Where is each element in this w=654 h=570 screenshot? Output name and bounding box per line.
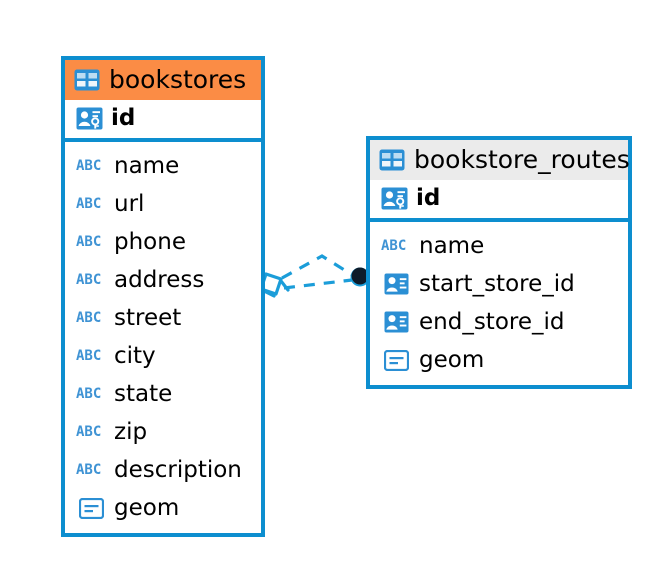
field-label: geom bbox=[114, 494, 180, 521]
field-label: name bbox=[114, 152, 180, 179]
table-icon bbox=[74, 69, 100, 91]
field-row[interactable]: ABC state bbox=[65, 375, 261, 413]
field-label: description bbox=[114, 456, 242, 483]
text-type-icon: ABC bbox=[76, 158, 102, 175]
text-type-icon: ABC bbox=[76, 348, 102, 365]
text-type-icon: ABC bbox=[381, 238, 407, 255]
field-label: end_store_id bbox=[419, 308, 565, 335]
field-label: state bbox=[114, 380, 173, 407]
primary-key-icon bbox=[381, 187, 408, 210]
field-label: address bbox=[114, 266, 205, 293]
field-row[interactable]: end_store_id bbox=[370, 303, 628, 341]
entity-title: bookstores bbox=[109, 65, 247, 94]
field-label: start_store_id bbox=[419, 270, 575, 297]
entity-fields-bookstores: ABC name ABC url ABC phone ABC address A… bbox=[65, 142, 261, 533]
text-type-icon: ABC bbox=[76, 462, 102, 479]
entity-header-bookstores: bookstores bbox=[65, 60, 261, 100]
many-diamond-marker bbox=[259, 272, 290, 298]
field-label: geom bbox=[419, 346, 485, 373]
field-label: id bbox=[416, 185, 441, 211]
field-label: name bbox=[419, 232, 485, 259]
field-row[interactable]: ABC name bbox=[370, 227, 628, 265]
text-type-icon: ABC bbox=[76, 234, 102, 251]
text-type-icon: ABC bbox=[76, 310, 102, 327]
field-row[interactable]: geom bbox=[65, 489, 261, 527]
field-label: city bbox=[114, 342, 156, 369]
geometry-type-icon bbox=[76, 497, 106, 519]
field-row[interactable]: ABC street bbox=[65, 299, 261, 337]
text-type-icon: ABC bbox=[76, 386, 102, 403]
entity-primary-key-row-bookstore-routes[interactable]: id bbox=[370, 180, 628, 223]
field-row[interactable]: ABC phone bbox=[65, 223, 261, 261]
entity-title: bookstore_routes bbox=[414, 145, 630, 174]
field-row[interactable]: geom bbox=[370, 341, 628, 379]
relationship-line-lower bbox=[283, 278, 353, 290]
entity-primary-key-row-bookstores[interactable]: id bbox=[65, 100, 261, 143]
field-label: zip bbox=[114, 418, 148, 445]
field-row[interactable]: ABC zip bbox=[65, 413, 261, 451]
text-type-icon: ABC bbox=[76, 196, 102, 213]
entity-bookstores[interactable]: bookstores id ABC name bbox=[61, 56, 265, 538]
field-label: street bbox=[114, 304, 182, 331]
field-label: url bbox=[114, 190, 145, 217]
entity-bookstore-routes[interactable]: bookstore_routes id ABC name bbox=[366, 136, 632, 390]
relationship-line-upper bbox=[281, 254, 355, 280]
field-row[interactable]: ABC url bbox=[65, 185, 261, 223]
text-type-icon: ABC bbox=[76, 424, 102, 441]
field-label: phone bbox=[114, 228, 186, 255]
field-row[interactable]: ABC address bbox=[65, 261, 261, 299]
field-row[interactable]: ABC description bbox=[65, 451, 261, 489]
entity-fields-bookstore-routes: ABC name start_store_id bbox=[370, 222, 628, 385]
table-icon bbox=[379, 149, 405, 171]
field-row[interactable]: ABC city bbox=[65, 337, 261, 375]
text-type-icon: ABC bbox=[76, 272, 102, 289]
field-row[interactable]: start_store_id bbox=[370, 265, 628, 303]
foreign-key-icon bbox=[381, 311, 411, 333]
field-label: id bbox=[111, 105, 136, 131]
primary-key-icon bbox=[76, 107, 103, 130]
foreign-key-icon bbox=[381, 273, 411, 295]
field-row[interactable]: ABC name bbox=[65, 147, 261, 185]
geometry-type-icon bbox=[381, 349, 411, 371]
entity-header-bookstore-routes: bookstore_routes bbox=[370, 140, 630, 180]
